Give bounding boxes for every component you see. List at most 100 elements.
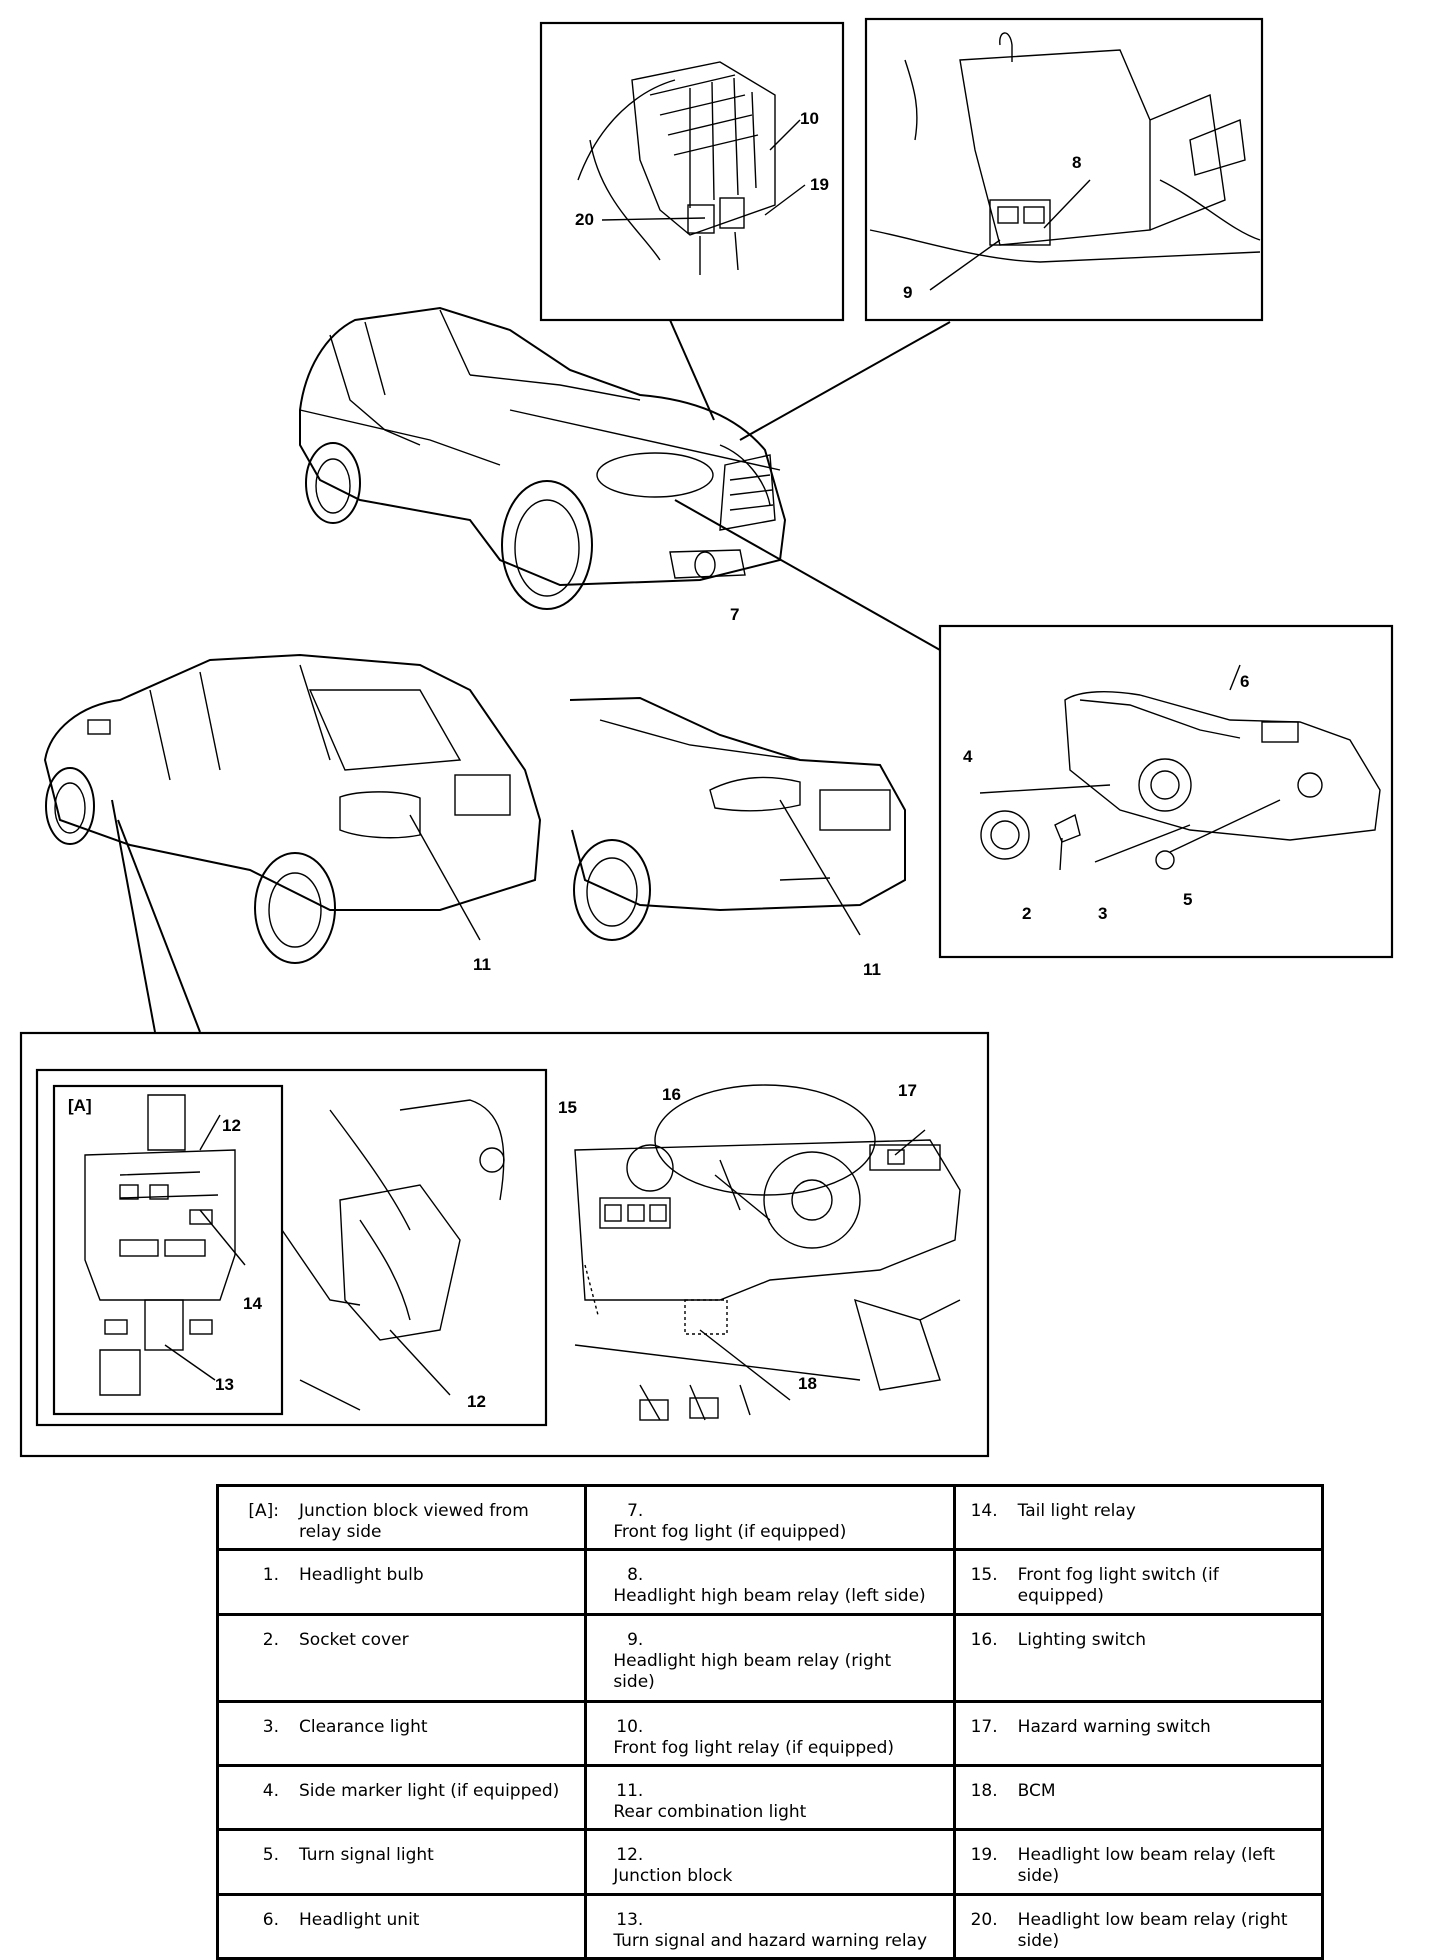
legend-item-description: Headlight low beam relay (left side) (1017, 1845, 1276, 1887)
legend-item-number: 3. (262, 1716, 279, 1737)
vehicle-front-view (299, 306, 787, 610)
legend-cell: [A]: Junction block viewed from relay sid… (215, 1483, 588, 1552)
legend-item-number: [A]: (248, 1501, 279, 1521)
legend-cell: 13.Turn signal and hazard warning relay (584, 1892, 956, 1960)
callout-13: 13 (215, 1375, 234, 1394)
high-beam-relay-inset (864, 17, 1264, 322)
legend-cell: 6. Headlight unit (215, 1892, 588, 1960)
legend-item-description: Lighting switch (1017, 1629, 1147, 1650)
legend-item-number: 5. (262, 1845, 279, 1866)
legend-item-description: Tail light relay (1017, 1501, 1136, 1521)
legend-item-description: Turn signal and hazard warning relay (613, 1930, 928, 1951)
legend-item-number: 11. (616, 1781, 644, 1802)
legend-body: [A]: Junction block viewed from relay sid… (215, 1483, 1325, 1960)
callout-7: 7 (730, 605, 739, 624)
legend-item-number: 13. (616, 1909, 644, 1930)
legend-item-description: BCM (1017, 1781, 1056, 1802)
legend-table: [A]: Junction block viewed from relay sid… (215, 1483, 1325, 1960)
legend-row: [A]: Junction block viewed from relay sid… (215, 1483, 1325, 1552)
callout-3: 3 (1098, 904, 1107, 923)
legend-item-number: 20. (970, 1909, 998, 1930)
legend-item-description: Clearance light (299, 1716, 428, 1737)
headlight-unit-inset (938, 624, 1394, 959)
legend-item-number: 18. (970, 1781, 998, 1802)
legend-item-number: 8. (627, 1565, 644, 1586)
legend-item-number: 12. (616, 1845, 644, 1866)
legend-cell: 14. Tail light relay (952, 1483, 1325, 1552)
legend-item-number: 9. (627, 1629, 644, 1650)
legend-item-description: Junction block (613, 1866, 733, 1887)
legend-cell: 16. Lighting switch (952, 1612, 1325, 1703)
callout-19: 19 (810, 175, 829, 194)
legend-cell: 4. Side marker light (if equipped) (215, 1764, 588, 1832)
callout-16: 16 (662, 1085, 681, 1104)
legend-item-description: Front fog light relay (if equipped) (613, 1737, 895, 1758)
legend-cell: 15. Front fog light switch (if equipped) (952, 1548, 1325, 1616)
legend-item-description: Headlight high beam relay (left side) (613, 1586, 926, 1607)
callout-10: 10 (800, 109, 819, 128)
legend-item-description: Front fog light switch (if equipped) (1017, 1565, 1219, 1607)
legend-cell: 19. Headlight low beam relay (left side) (952, 1828, 1325, 1896)
legend-cell: 12.Junction block (584, 1828, 956, 1896)
legend-row: 6. Headlight unit 13.Turn signal and hazar… (215, 1892, 1325, 1960)
legend-row: 1. Headlight bulb 8.Headlight high beam re… (215, 1548, 1325, 1616)
legend-cell: 20. Headlight low beam relay (right side) (952, 1892, 1325, 1960)
callout-9: 9 (903, 283, 912, 302)
legend-item-description: Junction block viewed from relay side (299, 1501, 529, 1542)
legend-item-number: 10. (616, 1716, 644, 1737)
legend-cell: 5. Turn signal light (215, 1828, 588, 1896)
legend-item-number: 19. (970, 1845, 998, 1866)
legend-row: 5. Turn signal light 12.Junction block 19. H… (215, 1828, 1325, 1896)
legend-item-description: Headlight high beam relay (right side) (613, 1650, 892, 1692)
vehicle-rear-view-left (43, 653, 542, 964)
legend-cell: 1. Headlight bulb (215, 1548, 588, 1616)
legend-item-description: Side marker light (if equipped) (299, 1781, 560, 1802)
interior-inset (19, 1031, 990, 1458)
legend-item-description: Hazard warning switch (1017, 1716, 1211, 1737)
legend-item-number: 1. (262, 1565, 279, 1586)
legend-item-number: 6. (262, 1909, 279, 1930)
legend-item-description: Headlight unit (299, 1909, 420, 1930)
callout-labels: 10 19 20 8 9 7 6 4 2 3 5 11 11 [A] 12 14… (68, 109, 1249, 1411)
legend-cell: 18. BCM (952, 1764, 1325, 1832)
legend-item-description: Headlight low beam relay (right side) (1017, 1909, 1288, 1951)
legend-cell: 9.Headlight high beam relay (right side) (584, 1612, 956, 1703)
legend-item-number: 16. (970, 1629, 998, 1650)
legend-item-number: 4. (262, 1781, 279, 1802)
callout-5: 5 (1183, 890, 1192, 909)
legend-cell: 8.Headlight high beam relay (left side) (584, 1548, 956, 1616)
legend-item-number: 14. (970, 1501, 998, 1521)
legend-item-number: 7. (627, 1501, 644, 1521)
junction-block-tag-a: [A] (68, 1096, 92, 1115)
callout-8: 8 (1072, 153, 1081, 172)
legend-item-description: Rear combination light (613, 1802, 807, 1823)
callout-12-dash: 12 (467, 1392, 486, 1411)
vehicle-rear-view-right (569, 696, 906, 941)
legend-item-description: Turn signal light (299, 1845, 434, 1866)
callout-4: 4 (963, 747, 973, 766)
legend-cell: 7.Front fog light (if equipped) (584, 1483, 956, 1552)
legend-cell: 2.Socket cover (215, 1612, 588, 1703)
legend-item-number: 17. (970, 1716, 998, 1737)
leader-lines (111, 319, 951, 1033)
callout-12-inset: 12 (222, 1116, 241, 1135)
legend-cell: 17. Hazard warning switch (952, 1699, 1325, 1768)
legend-item-number: 15. (970, 1565, 998, 1586)
callout-15: 15 (558, 1098, 577, 1117)
callout-11-right: 11 (863, 960, 881, 979)
callout-14: 14 (243, 1294, 262, 1313)
callout-18: 18 (798, 1374, 817, 1393)
callout-11-left: 11 (473, 955, 491, 974)
legend-cell: 3. Clearance light (215, 1699, 588, 1768)
callout-20: 20 (575, 210, 594, 229)
legend-item-description: Front fog light (if equipped) (613, 1522, 847, 1542)
legend-cell: 11.Rear combination light (584, 1764, 956, 1832)
legend-row: 4. Side marker light (if equipped) 11.Rear… (215, 1764, 1325, 1832)
legend-cell: 10.Front fog light relay (if equipped) (584, 1699, 956, 1768)
legend-item-description: Headlight bulb (299, 1565, 424, 1586)
legend-item-description: Socket cover (299, 1629, 409, 1650)
callout-2: 2 (1022, 904, 1031, 923)
legend-row: 3. Clearance light 10.Front fog light rela… (215, 1699, 1325, 1768)
